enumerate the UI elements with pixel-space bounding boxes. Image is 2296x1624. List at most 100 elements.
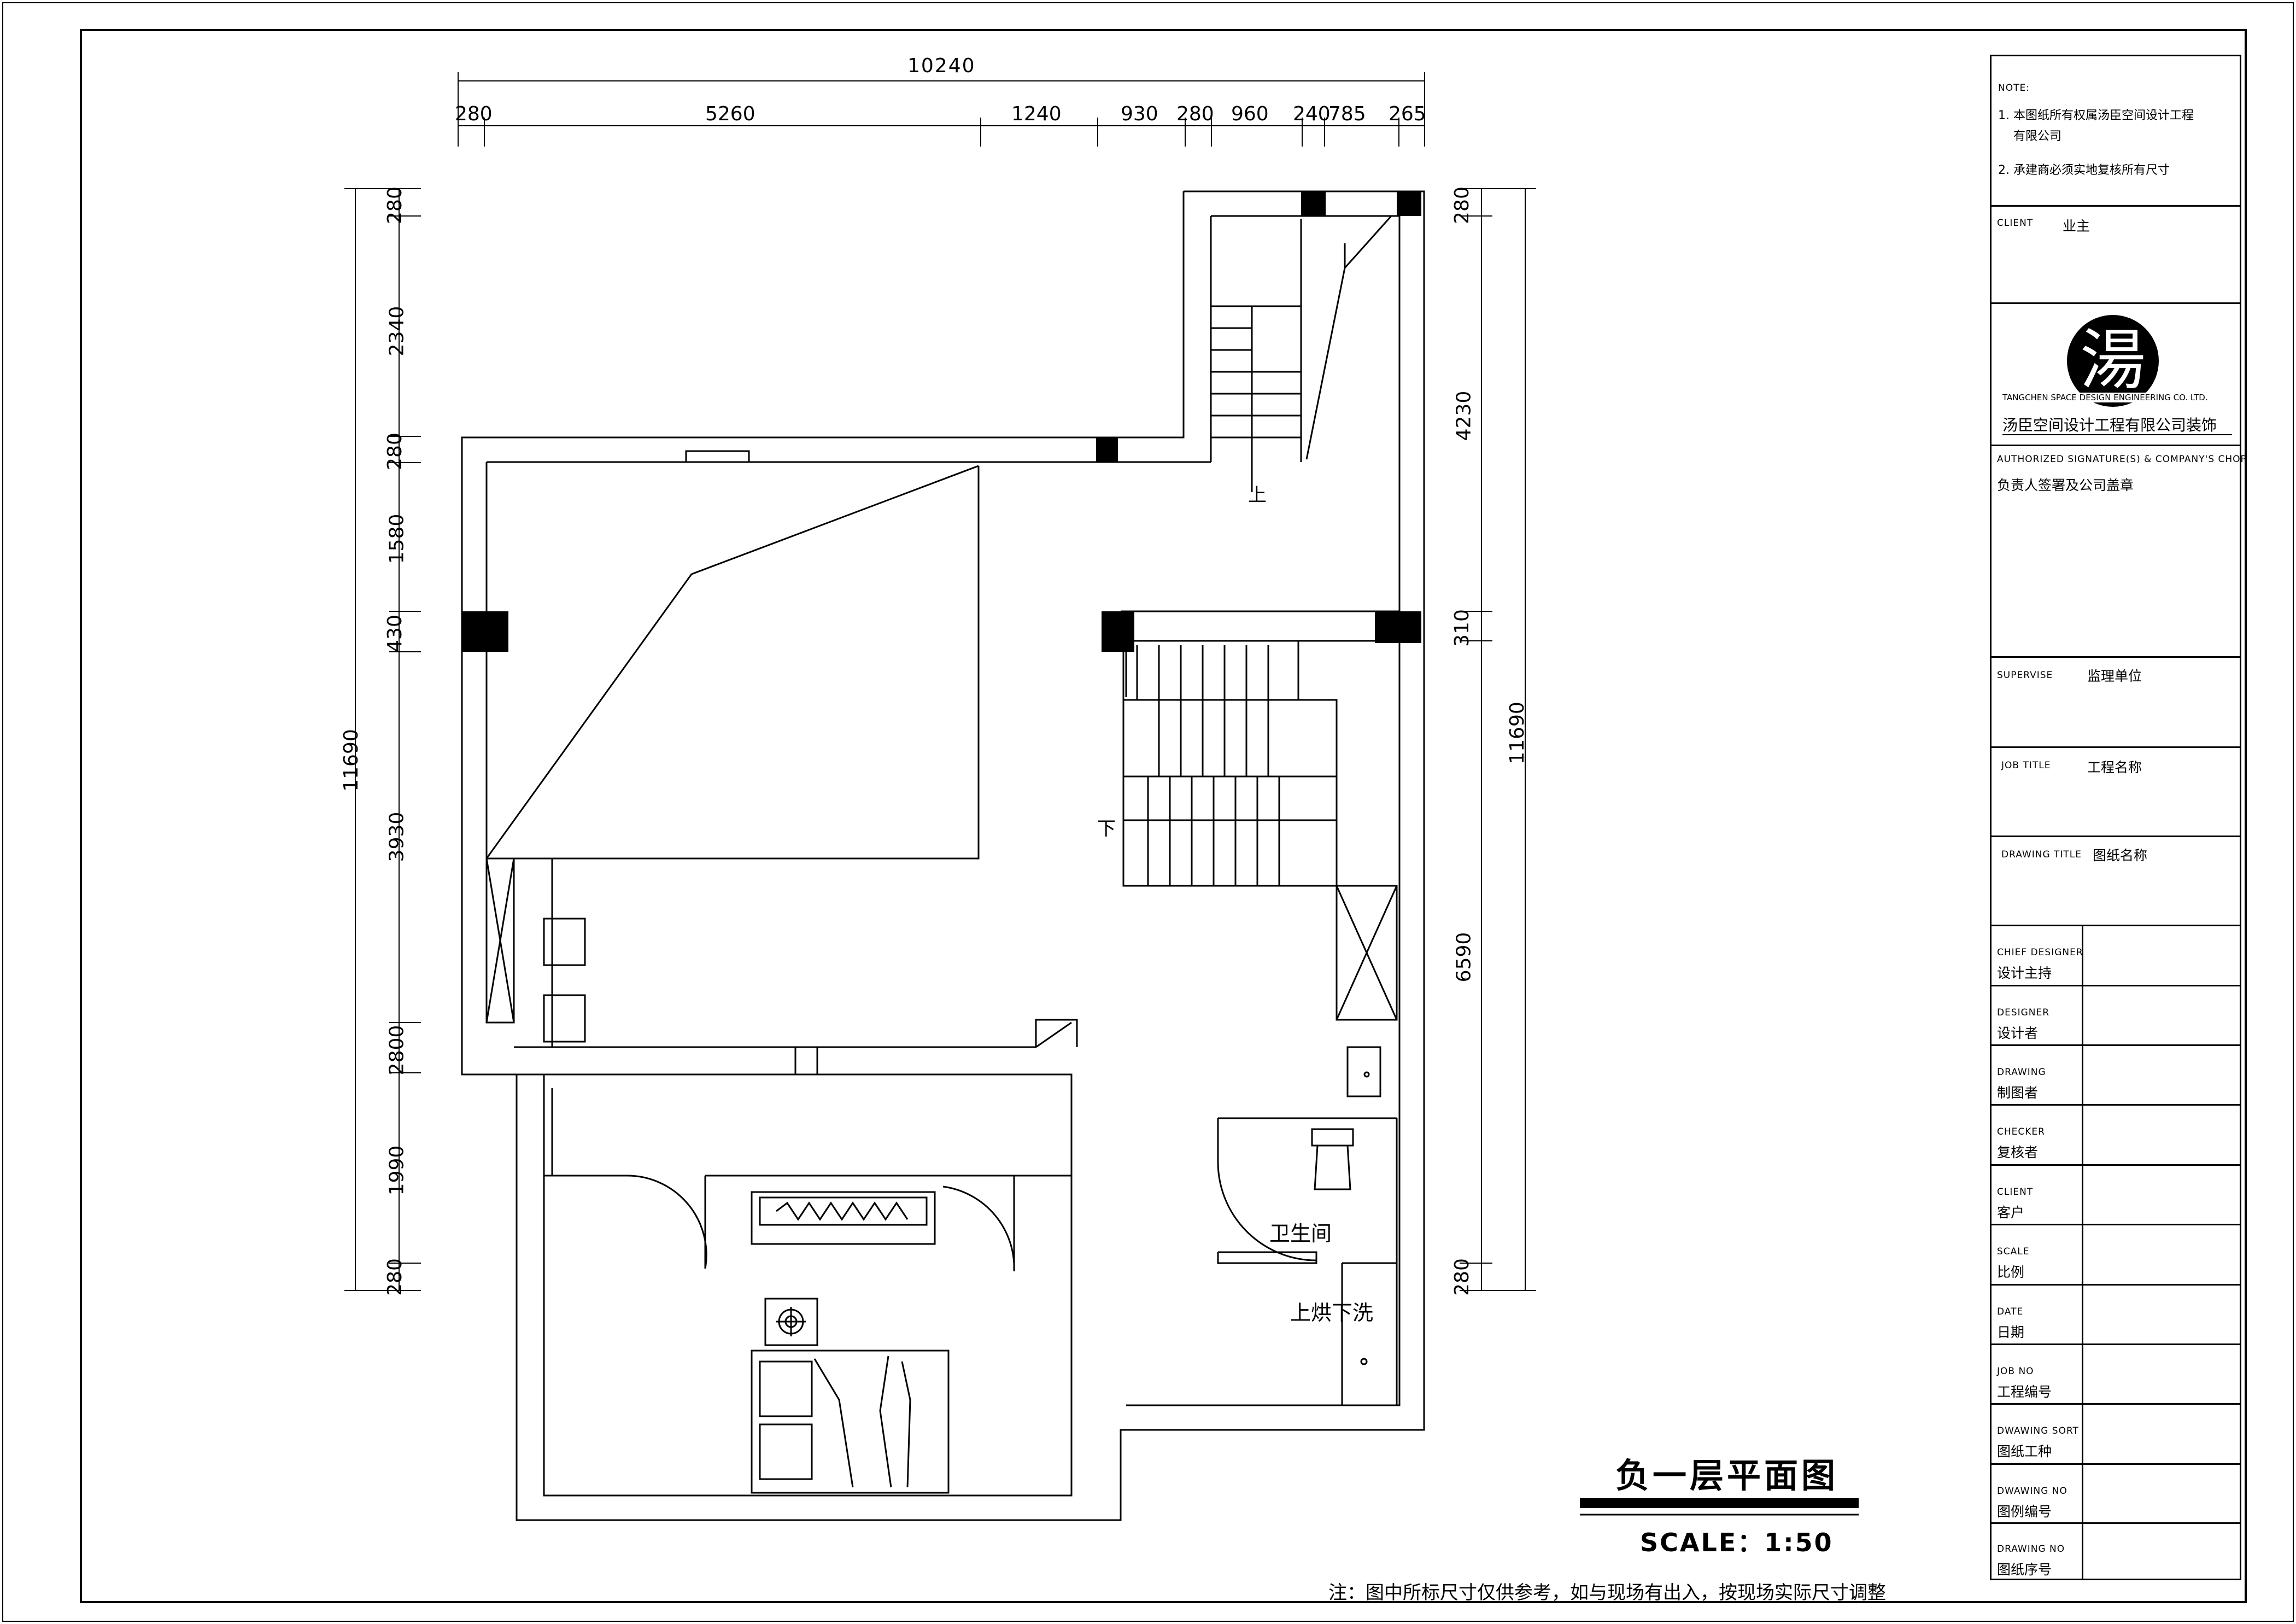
dim-left-2: 2340 xyxy=(385,306,408,357)
dim-top-5: 280 xyxy=(1176,103,1214,125)
tb-divider xyxy=(2082,1046,2083,1106)
dim-right-1: 280 xyxy=(1450,186,1473,224)
tb-row-en: JOB NO xyxy=(1997,1366,2034,1377)
tb-row-en: CLIENT xyxy=(1997,1187,2034,1197)
tb-drawing-title-label: DRAWING TITLE xyxy=(2001,849,2082,860)
tb-signature-label: AUTHORIZED SIGNATURE(S) & COMPANY'S CHOP xyxy=(1997,454,2247,465)
tb-row-8: DWAWING SORT 图纸工种 xyxy=(1992,1405,2240,1465)
tb-supervise-label: SUPERVISE xyxy=(1997,670,2053,681)
tb-row-7: JOB NO 工程编号 xyxy=(1992,1345,2240,1405)
label-bathroom: 卫生间 xyxy=(1269,1222,1332,1246)
tb-row-0: CHIEF DESIGNER 设计主持 xyxy=(1992,926,2240,986)
tb-supervise-cn: 监理单位 xyxy=(2087,668,2142,684)
tb-note-2: 2. 承建商必须实地复核所有尺寸 xyxy=(1998,163,2170,177)
tb-row-1: DESIGNER 设计者 xyxy=(1992,986,2240,1046)
tb-drawing-title: DRAWING TITLE 图纸名称 xyxy=(1992,837,2240,926)
tb-row-3: CHECKER 复核者 xyxy=(1992,1106,2240,1166)
dim-right-3: 310 xyxy=(1450,609,1473,647)
tb-divider xyxy=(2082,1524,2083,1580)
tb-row-cn: 日期 xyxy=(1997,1324,2025,1340)
tb-company: 湯 TANGCHEN SPACE DESIGN ENGINEERING CO. … xyxy=(1992,304,2240,446)
tb-client-label: CLIENT xyxy=(1997,218,2034,229)
tb-row-4: CLIENT 客户 xyxy=(1992,1166,2240,1225)
tb-supervise: SUPERVISE 监理单位 xyxy=(1992,658,2240,748)
dim-left-9: 280 xyxy=(383,1258,406,1296)
dim-top-8: 785 xyxy=(1328,103,1366,125)
company-underline xyxy=(2002,434,2232,435)
tb-drawing-title-cn: 图纸名称 xyxy=(2093,848,2148,863)
dim-left-8: 1990 xyxy=(385,1145,408,1196)
tb-row-en: DWAWING SORT xyxy=(1997,1426,2079,1436)
tb-signature: AUTHORIZED SIGNATURE(S) & COMPANY'S CHOP… xyxy=(1992,446,2246,658)
dim-top-3: 1240 xyxy=(1011,103,1062,125)
tb-row-cn: 制图者 xyxy=(1997,1085,2039,1101)
tb-divider xyxy=(2082,1166,2083,1225)
tb-row-en: DATE xyxy=(1997,1306,2024,1317)
tb-signature-cn: 负责人签署及公司盖章 xyxy=(1997,477,2134,493)
dim-left-5: 430 xyxy=(383,615,406,652)
dim-right-5: 280 xyxy=(1450,1258,1473,1296)
company-name-cn: 汤臣空间设计工程有限公司装饰 xyxy=(2002,416,2217,434)
drawing-scale: SCALE：1:50 xyxy=(1640,1528,1834,1557)
dim-left-1: 280 xyxy=(383,186,406,224)
tb-note-1b: 有限公司 xyxy=(2013,130,2062,143)
tb-row-en: DESIGNER xyxy=(1997,1007,2050,1018)
tb-divider xyxy=(2082,1106,2083,1166)
dim-top-2: 5260 xyxy=(705,103,755,125)
wall-columns xyxy=(462,191,1421,652)
tb-note-label: NOTE: xyxy=(1998,83,2030,94)
tb-notes: NOTE: 1. 本图纸所有权属汤臣空间设计工程 有限公司 2. 承建商必须实地… xyxy=(1992,56,2240,207)
dim-left-4: 1580 xyxy=(385,513,408,564)
tb-job-title-label: JOB TITLE xyxy=(2001,760,2051,771)
tb-row-cn: 图例编号 xyxy=(1997,1504,2052,1520)
tb-divider xyxy=(2082,1225,2083,1286)
tb-row-cn: 客户 xyxy=(1997,1205,2025,1220)
company-name-en: TANGCHEN SPACE DESIGN ENGINEERING CO. LT… xyxy=(2002,393,2208,402)
label-laundry: 上烘下洗 xyxy=(1290,1301,1374,1325)
tb-row-cn: 复核者 xyxy=(1997,1144,2039,1160)
company-logo: 湯 xyxy=(2067,315,2159,407)
tb-note-1: 1. 本图纸所有权属汤臣空间设计工程 xyxy=(1998,109,2194,122)
dim-top-9: 265 xyxy=(1389,103,1426,125)
tb-client-value: 业主 xyxy=(2063,218,2090,234)
dim-left-6: 3930 xyxy=(385,811,408,862)
tb-row-cn: 图纸工种 xyxy=(1997,1444,2052,1459)
dim-top-6: 960 xyxy=(1231,103,1269,125)
tb-row-cn: 设计者 xyxy=(1997,1025,2039,1041)
tb-divider xyxy=(2082,1286,2083,1345)
dim-left-total: 11690 xyxy=(339,729,362,792)
tb-row-6: DATE 日期 xyxy=(1992,1286,2240,1345)
tb-divider xyxy=(2082,986,2083,1046)
dim-right-2: 4230 xyxy=(1452,390,1475,441)
tb-job-title: JOB TITLE 工程名称 xyxy=(1992,748,2240,837)
tb-row-cn: 图纸序号 xyxy=(1997,1562,2052,1578)
dim-top-7: 240 xyxy=(1293,103,1331,125)
tb-row-5: SCALE 比例 xyxy=(1992,1225,2240,1286)
dim-right-total: 11690 xyxy=(1506,702,1528,764)
dim-top-total: 10240 xyxy=(907,55,976,77)
tb-row-en: DRAWING xyxy=(1997,1067,2046,1078)
drawing-footnote: 注：图中所标尺寸仅供参考，如与现场有出入，按现场实际尺寸调整 xyxy=(1328,1582,1886,1604)
tb-row-cn: 工程编号 xyxy=(1997,1384,2052,1400)
tb-divider xyxy=(2082,1405,2083,1465)
tb-row-en: SCALE xyxy=(1997,1246,2030,1257)
tb-row-9: DWAWING NO 图例编号 xyxy=(1992,1465,2240,1524)
tb-row-10: DRAWING NO 图纸序号 xyxy=(1992,1524,2240,1580)
dim-right-4: 6590 xyxy=(1452,932,1475,983)
dim-top-4: 930 xyxy=(1121,103,1158,125)
label-up: 上 xyxy=(1248,484,1267,506)
tb-row-2: DRAWING 制图者 xyxy=(1992,1046,2240,1106)
tb-row-en: CHIEF DESIGNER xyxy=(1997,947,2083,958)
label-down: 下 xyxy=(1097,818,1116,840)
tb-row-en: DWAWING NO xyxy=(1997,1486,2067,1497)
tb-row-cn: 设计主持 xyxy=(1997,965,2052,981)
tb-job-title-cn: 工程名称 xyxy=(2087,760,2142,775)
title-block: NOTE: 1. 本图纸所有权属汤臣空间设计工程 有限公司 2. 承建商必须实地… xyxy=(1990,55,2246,1580)
dim-left-3: 280 xyxy=(383,433,406,470)
dim-top-1: 280 xyxy=(455,103,493,125)
tb-client: CLIENT 业主 xyxy=(1992,207,2240,304)
dim-left-7: 2800 xyxy=(385,1025,408,1076)
tb-row-cn: 比例 xyxy=(1997,1264,2025,1280)
tb-row-en: DRAWING NO xyxy=(1997,1544,2065,1555)
